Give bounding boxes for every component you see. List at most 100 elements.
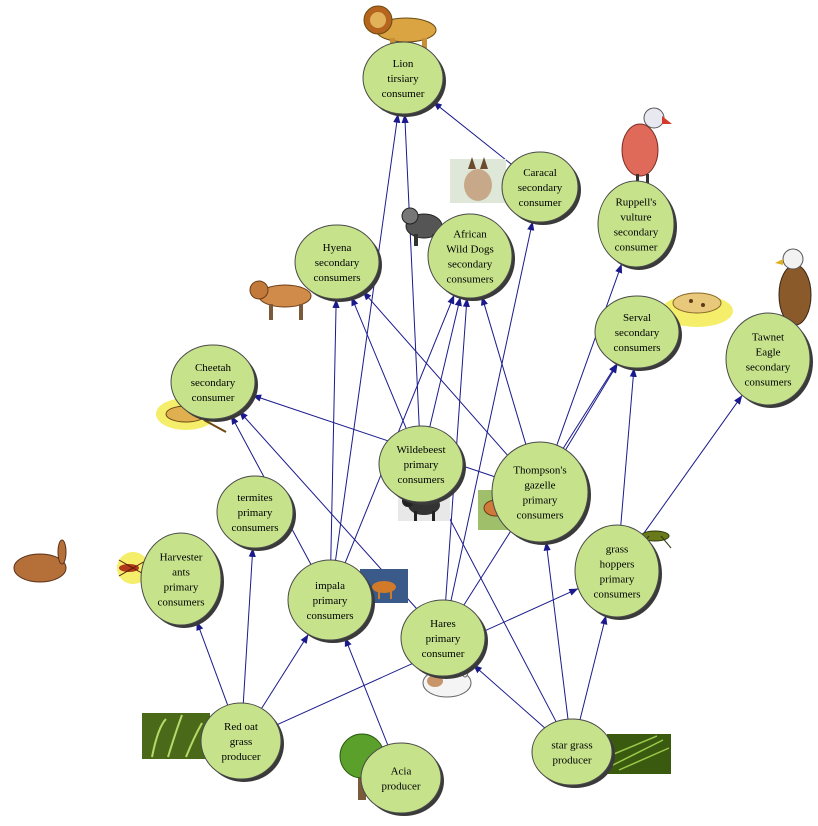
node-redoat: Red oat grass producer bbox=[200, 702, 284, 782]
hare-icon bbox=[13, 539, 67, 583]
node-label-line: consumer bbox=[519, 197, 562, 209]
node-layer: LiontirsiaryconsumerCaracalsecondarycons… bbox=[140, 41, 813, 816]
node-bubble bbox=[531, 718, 613, 786]
node-label-line: producer bbox=[552, 755, 591, 767]
dog-icon bbox=[401, 207, 443, 246]
node-label-line: impala bbox=[315, 580, 345, 592]
node-caracal: Caracal secondary consumer bbox=[501, 151, 581, 225]
node-label-line: consumers bbox=[397, 474, 444, 486]
node-label-line: Cheetah bbox=[195, 362, 232, 374]
node-label-line: producer bbox=[221, 751, 260, 763]
node-label-line: secondary bbox=[614, 227, 659, 239]
arrow-acia-to-impala bbox=[344, 637, 389, 746]
node-label-line: star grass bbox=[551, 740, 592, 752]
node-label-line: Eagle bbox=[755, 347, 780, 359]
node-label-line: secondary bbox=[615, 327, 660, 339]
node-label-line: secondary bbox=[448, 259, 493, 271]
node-label-line: vulture bbox=[620, 212, 651, 224]
arrow-stargrass-to-wildebeest bbox=[438, 498, 557, 722]
node-label-line: secondary bbox=[518, 182, 563, 194]
node-label-line: Ruppell's bbox=[615, 197, 656, 209]
node-label-line: consumer bbox=[615, 242, 658, 254]
node-label-line: Wildebeest bbox=[396, 444, 445, 456]
grass-icon bbox=[142, 713, 210, 759]
node-label-line: Thompson's bbox=[513, 465, 566, 477]
node-label-line: consumers bbox=[157, 597, 204, 609]
node-label-line: consumers bbox=[231, 522, 278, 534]
node-label-line: Red oat bbox=[224, 721, 258, 733]
node-label-line: consumers bbox=[446, 274, 493, 286]
node-acia: Acia producer bbox=[360, 742, 444, 816]
node-bubble bbox=[400, 599, 486, 677]
arrow-hoppers-to-serval bbox=[620, 367, 637, 526]
arrow-wildebeest-to-dogs bbox=[429, 296, 462, 427]
node-label-line: Lion bbox=[393, 58, 414, 70]
node-bubble bbox=[427, 213, 513, 299]
node-label-line: Wild Dogs bbox=[446, 244, 494, 256]
node-bubble bbox=[725, 312, 811, 406]
node-bubble bbox=[200, 702, 282, 780]
node-label-line: consumers bbox=[516, 510, 563, 522]
arrow-hares-to-caracal bbox=[450, 221, 535, 601]
arrow-wildebeest-to-lion bbox=[401, 113, 420, 427]
node-label-line: Caracal bbox=[523, 167, 557, 179]
node-label-line: grass bbox=[230, 736, 253, 748]
node-label-line: consumer bbox=[192, 392, 235, 404]
node-label-line: consumers bbox=[593, 589, 640, 601]
node-label-line: primary bbox=[426, 633, 461, 645]
node-label-line: Harvester bbox=[160, 552, 203, 564]
eagle-icon bbox=[775, 248, 812, 326]
node-bubble bbox=[170, 344, 256, 420]
node-termites: termites primary consumers bbox=[216, 475, 296, 551]
arrow-stargrass-to-gazelle bbox=[543, 541, 569, 720]
node-label-line: secondary bbox=[191, 377, 236, 389]
node-hyena: Hyena secondary consumers bbox=[294, 224, 382, 302]
node-bubble bbox=[597, 180, 675, 268]
arrow-stargrass-to-hoppers bbox=[579, 615, 608, 720]
node-label-line: primary bbox=[523, 495, 558, 507]
node-label-line: primary bbox=[238, 507, 273, 519]
node-label-line: Acia bbox=[391, 766, 412, 778]
node-label-line: termites bbox=[237, 492, 272, 504]
arrow-gazelle-to-serval bbox=[565, 363, 619, 450]
node-bubble bbox=[594, 295, 680, 369]
lion-icon bbox=[363, 5, 437, 54]
node-label-line: consumers bbox=[306, 610, 353, 622]
arrow-caracal-to-lion bbox=[432, 101, 512, 165]
node-bubble bbox=[287, 559, 373, 641]
serval-icon bbox=[661, 292, 733, 327]
node-bubble bbox=[501, 151, 579, 223]
node-bubble bbox=[140, 532, 222, 626]
node-label-line: Hyena bbox=[323, 242, 352, 254]
node-label-line: ants bbox=[172, 567, 190, 579]
node-label-line: consumers bbox=[313, 272, 360, 284]
arrow-hoppers-to-eagle bbox=[642, 395, 743, 535]
arrow-impala-to-hyena bbox=[330, 298, 340, 561]
node-label-line: grass bbox=[606, 544, 629, 556]
arrow-stargrass-to-hares bbox=[472, 664, 546, 729]
picture-layer bbox=[13, 5, 812, 800]
node-label-line: producer bbox=[381, 781, 420, 793]
node-bubble bbox=[574, 524, 660, 618]
node-label-line: secondary bbox=[315, 257, 360, 269]
node-label-line: consumer bbox=[422, 648, 465, 660]
node-bubble bbox=[216, 475, 294, 549]
node-label-line: secondary bbox=[746, 362, 791, 374]
vulture-icon bbox=[621, 107, 672, 186]
node-label-line: hoppers bbox=[600, 559, 635, 571]
node-vulture: Ruppell's vulture secondary consumer bbox=[597, 180, 677, 270]
node-bubble bbox=[294, 224, 380, 300]
arrow-gazelle-to-dogs bbox=[481, 296, 527, 445]
arrow-wildebeest-to-hyena bbox=[350, 296, 407, 429]
grass2-icon bbox=[607, 734, 671, 774]
node-label-line: consumers bbox=[613, 342, 660, 354]
